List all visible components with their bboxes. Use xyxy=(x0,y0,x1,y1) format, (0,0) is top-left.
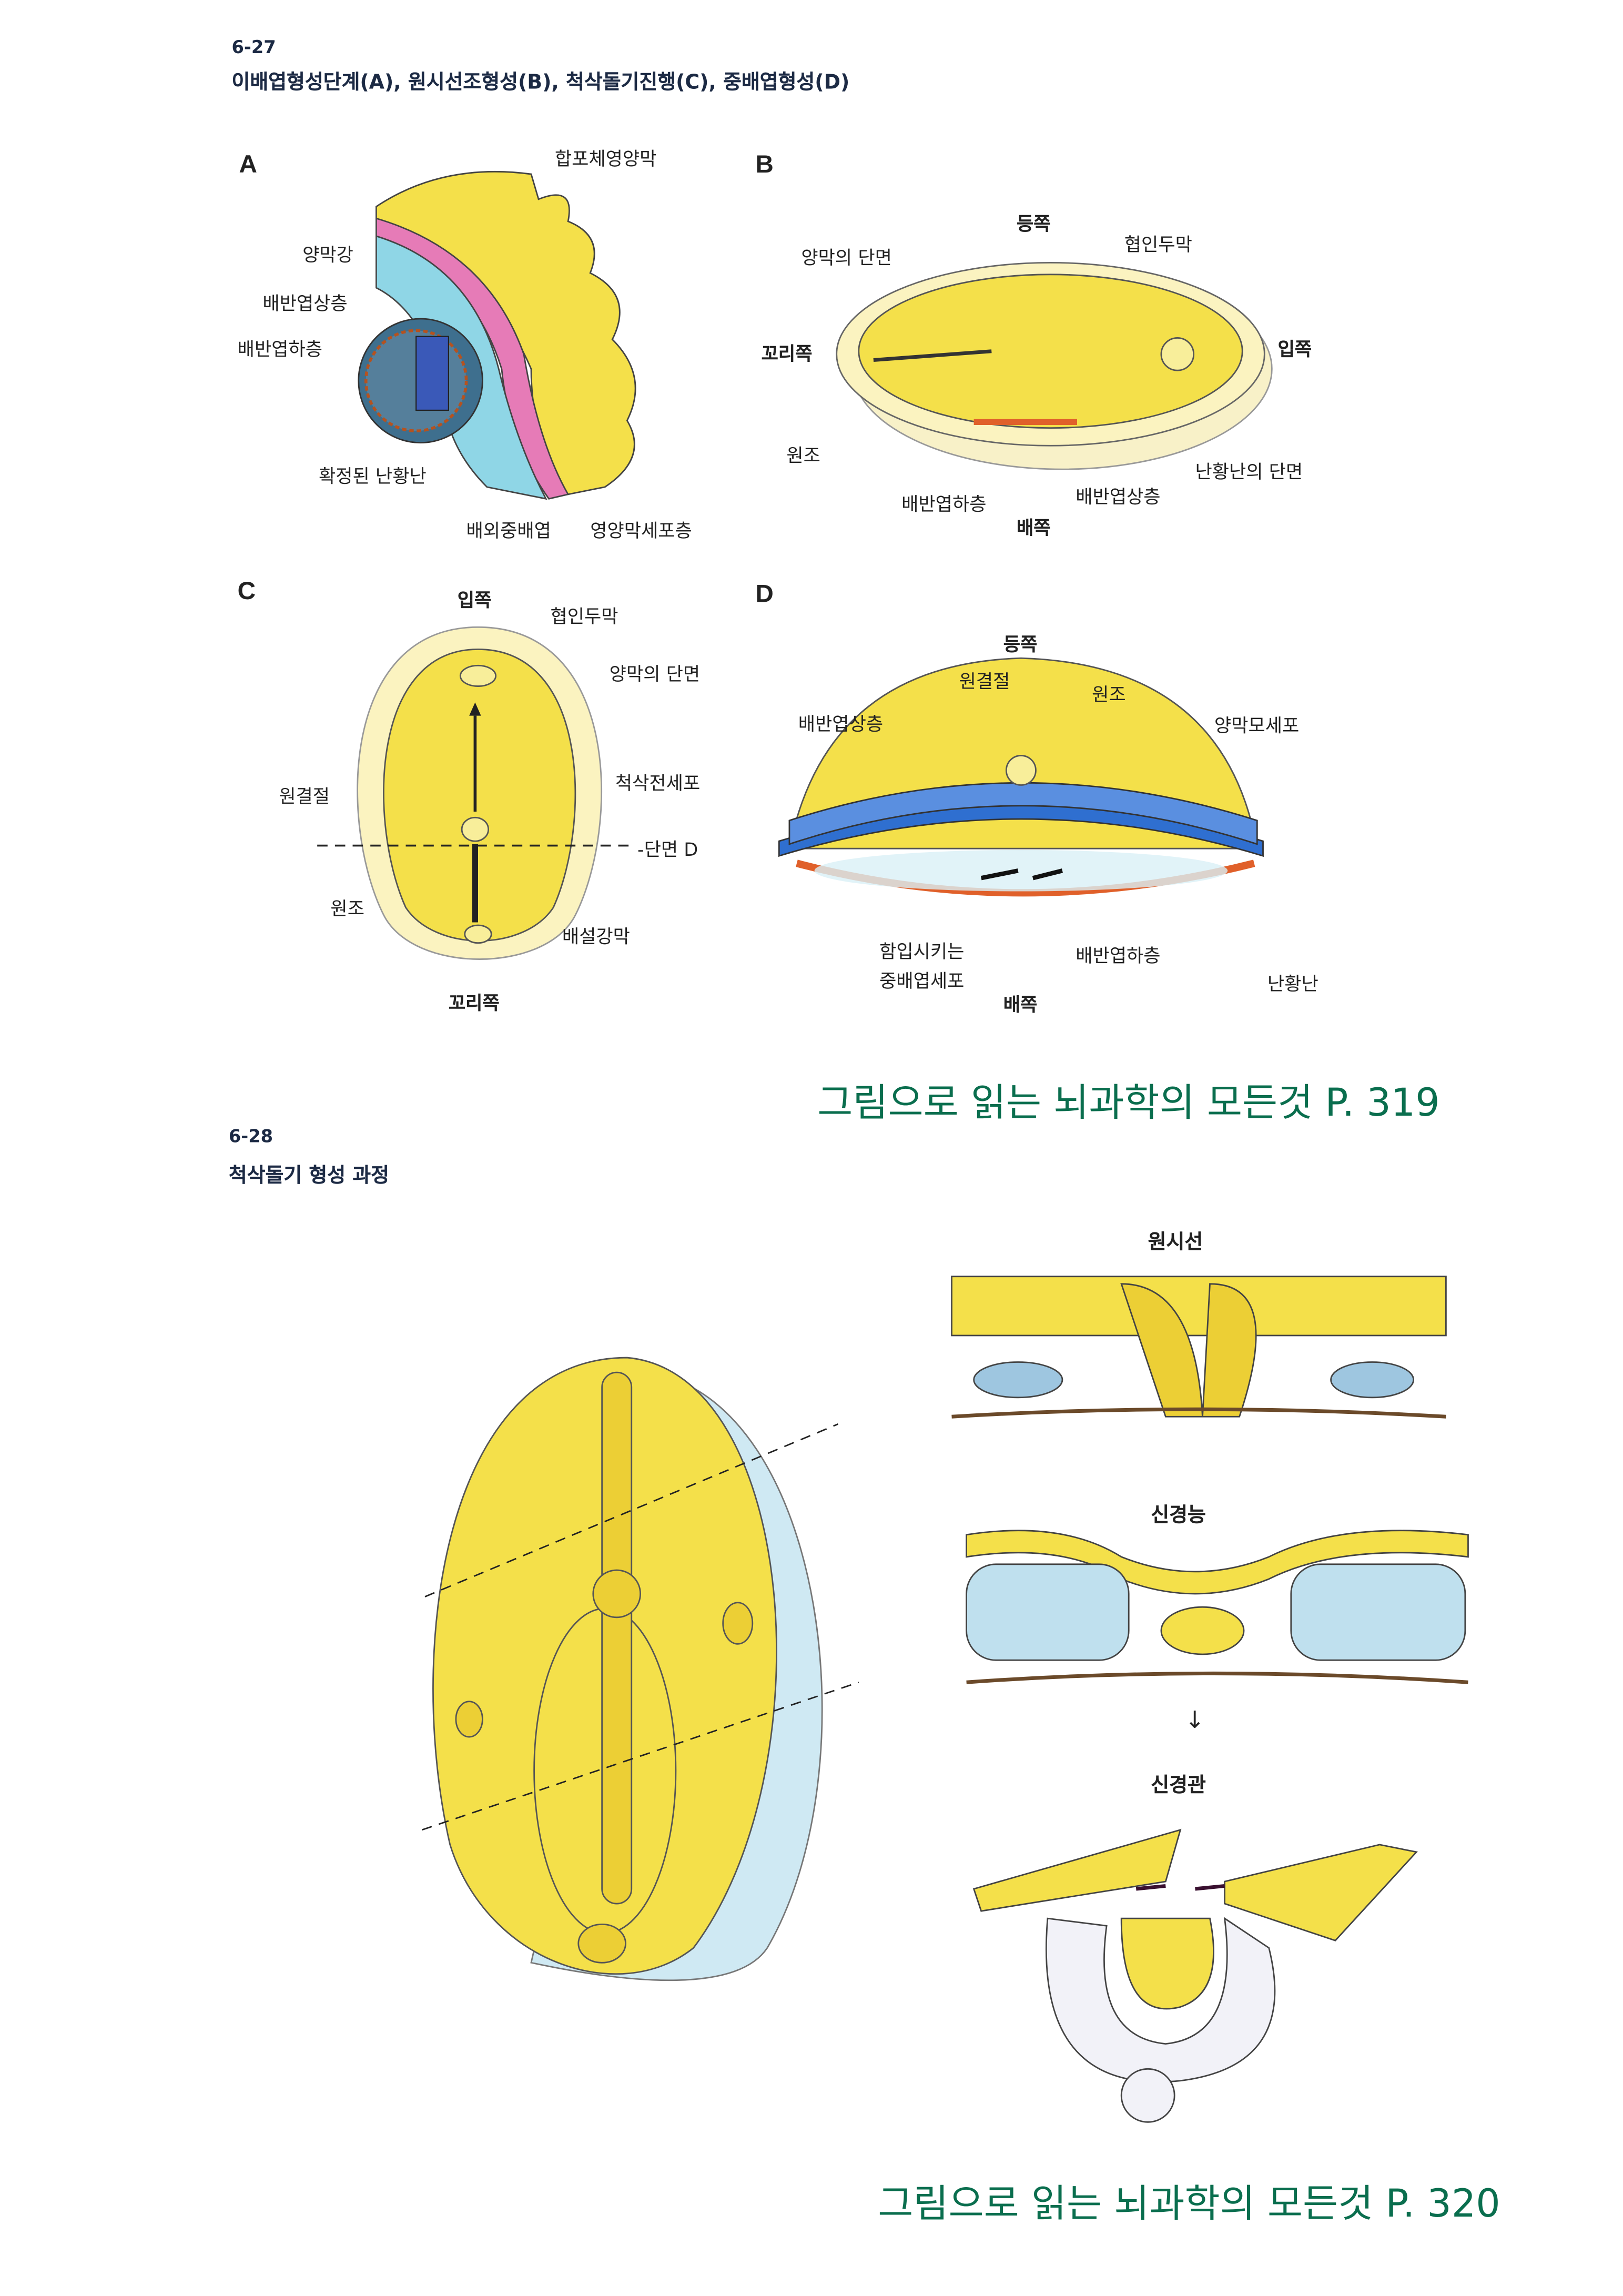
label: 꼬리쪽 xyxy=(448,992,500,1014)
neural-tube-section-drawing xyxy=(972,1828,1418,2123)
neural-crest-section-drawing xyxy=(966,1530,1469,1684)
label: 원결절 xyxy=(279,785,330,807)
down-arrow-icon: ↓ xyxy=(1184,1706,1205,1734)
label: 난황난 xyxy=(1267,972,1318,995)
label: 중배엽세포 xyxy=(879,969,965,992)
label: 입쪽 xyxy=(457,589,492,611)
label: 협인두막 xyxy=(550,605,618,628)
label: 꼬리쪽 xyxy=(761,342,813,365)
label: 양막모세포 xyxy=(1214,714,1300,736)
label: 원조 xyxy=(786,444,820,467)
panel-letter-a: A xyxy=(239,150,257,179)
label: 양막의 단면 xyxy=(801,246,892,269)
label: 영양막세포층 xyxy=(590,519,692,542)
label: 배쪽 xyxy=(1016,516,1051,539)
label: 배반엽상층 xyxy=(262,292,348,315)
source-caption: 그림으로 읽는 뇌과학의 모든것 P. 320 xyxy=(878,2182,1500,2227)
label: 신경관 xyxy=(1151,1774,1206,1798)
panel-d-drawing xyxy=(778,657,1264,897)
figure-number: 6-27 xyxy=(231,37,276,58)
label: 원조 xyxy=(330,897,365,919)
label: 합포체영양막 xyxy=(554,147,657,170)
panel-letter-d: D xyxy=(755,580,774,608)
label: 등쪽 xyxy=(1016,212,1051,235)
panel-c-drawing xyxy=(317,626,635,960)
panel-b-drawing xyxy=(836,261,1273,470)
label: 배반엽하층 xyxy=(1076,944,1161,967)
label: 배반엽상층 xyxy=(1076,486,1161,508)
panel-letter-b: B xyxy=(755,150,774,179)
label: 원시선 xyxy=(1148,1230,1203,1255)
figure-number: 6-28 xyxy=(228,1126,273,1147)
label: 배반엽하층 xyxy=(901,493,987,515)
label: 함입시키는 xyxy=(879,940,965,963)
figure-title: 이배엽형성단계(A), 원시선조형성(B), 척삭돌기진행(C), 중배엽형성(… xyxy=(231,70,850,95)
label: 입쪽 xyxy=(1277,338,1312,360)
label: 난황난의 단면 xyxy=(1195,460,1303,483)
panel-letter-c: C xyxy=(237,576,256,605)
label: 배쪽 xyxy=(1003,993,1038,1016)
label: -단면 D xyxy=(637,838,698,861)
figure-title: 척삭돌기 형성 과정 xyxy=(228,1164,389,1188)
label: 배외중배엽 xyxy=(466,519,551,542)
label: 배설강막 xyxy=(562,925,630,948)
source-caption: 그림으로 읽는 뇌과학의 모든것 P. 319 xyxy=(817,1081,1440,1126)
label: 양막의 단면 xyxy=(609,662,701,685)
neural-plate-egg-drawing xyxy=(421,1357,859,1981)
label: 등쪽 xyxy=(1003,633,1038,655)
panel-a-drawing xyxy=(358,170,636,500)
label: 협인두막 xyxy=(1124,233,1192,256)
label: 신경능 xyxy=(1151,1503,1206,1528)
label: 확정된 난황난 xyxy=(318,464,427,487)
label: 척삭전세포 xyxy=(615,772,701,794)
label: 배반엽하층 xyxy=(237,338,323,360)
primitive-streak-section-drawing xyxy=(951,1276,1447,1419)
label: 배반엽상층 xyxy=(798,713,884,735)
label: 원결절 xyxy=(959,670,1010,692)
label: 원조 xyxy=(1092,683,1126,706)
label: 양막강 xyxy=(302,243,353,266)
